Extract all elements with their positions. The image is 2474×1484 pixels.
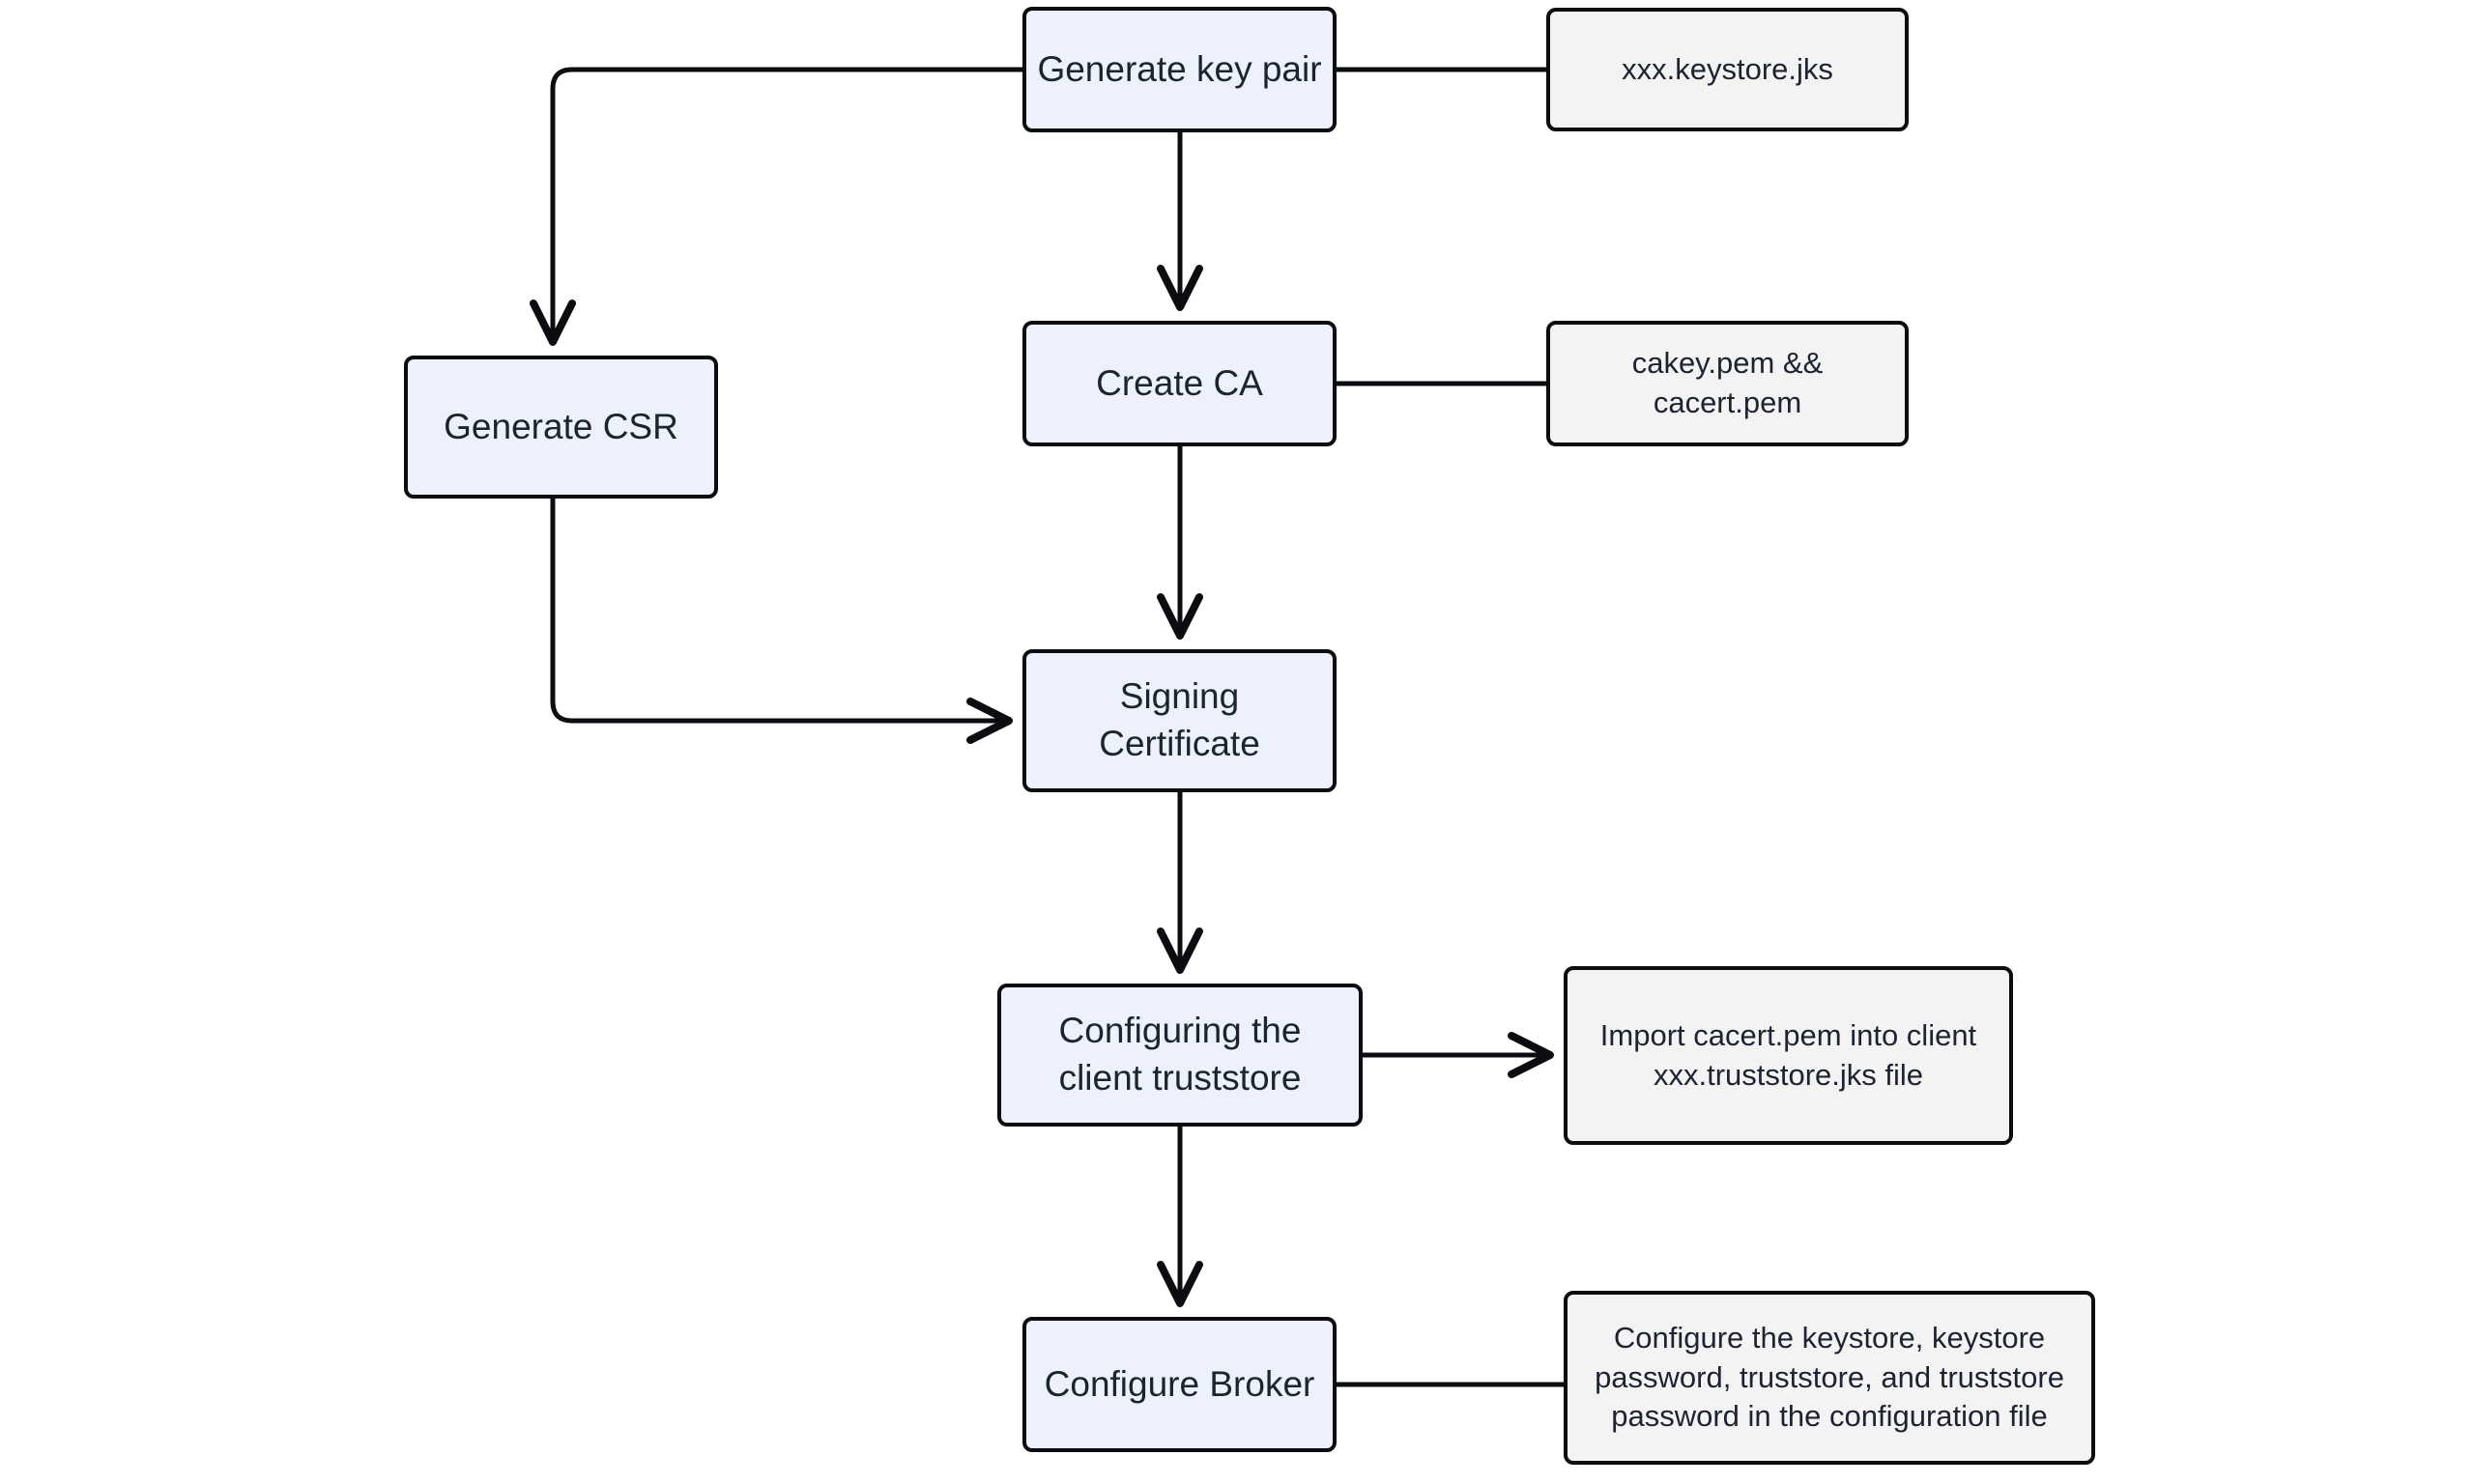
broker-config-note-label: Configure the keystore, keystore passwor… [1595, 1320, 2064, 1434]
configuring-client-truststore-label: Configuring the client truststore [1058, 1011, 1302, 1098]
create-ca-label: Create CA [1096, 362, 1263, 403]
node-create-ca[interactable]: Create CA [1022, 321, 1337, 446]
ca-files-label: cakey.pem && cacert.pem [1631, 346, 1824, 419]
configure-broker-label: Configure Broker [1044, 1363, 1315, 1404]
node-broker-config-note[interactable]: Configure the keystore, keystore passwor… [1564, 1291, 2095, 1465]
node-configure-broker[interactable]: Configure Broker [1022, 1317, 1337, 1452]
edge-keypair-to-csr [530, 67, 1022, 346]
node-keystore-file[interactable]: xxx.keystore.jks [1546, 8, 1909, 131]
node-generate-csr[interactable]: Generate CSR [404, 356, 718, 499]
node-configuring-client-truststore[interactable]: Configuring the client truststore [997, 984, 1363, 1127]
import-cacert-note-label: Import cacert.pem into client xxx.trusts… [1599, 1017, 1977, 1092]
node-signing-certificate[interactable]: Signing Certificate [1022, 649, 1337, 792]
edge-csr-to-signing [550, 499, 1013, 744]
node-generate-key-pair[interactable]: Generate key pair [1022, 7, 1337, 132]
signing-certificate-label: Signing Certificate [1099, 676, 1260, 763]
keystore-file-label: xxx.keystore.jks [1622, 51, 1833, 86]
node-import-cacert-note[interactable]: Import cacert.pem into client xxx.trusts… [1564, 966, 2013, 1145]
node-ca-files[interactable]: cakey.pem && cacert.pem [1546, 321, 1909, 446]
generate-csr-label: Generate CSR [444, 406, 678, 446]
generate-key-pair-label: Generate key pair [1037, 48, 1322, 89]
